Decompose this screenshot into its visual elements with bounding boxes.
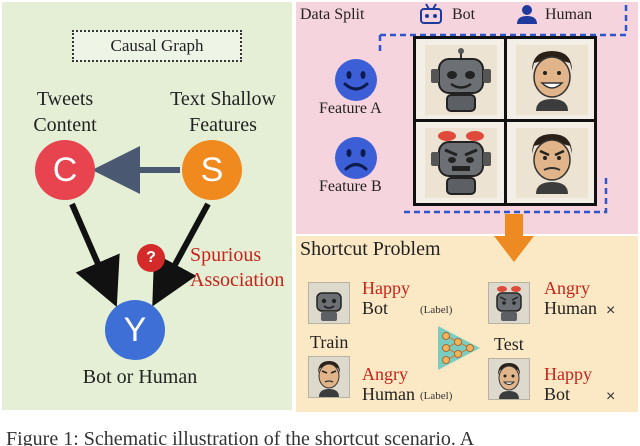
node-c: C [35, 140, 95, 200]
grid-cell-angry-bot [416, 122, 505, 204]
test-angry-bot-portrait [488, 282, 530, 324]
edge-s-to-y [152, 202, 211, 307]
sad-face-icon [335, 137, 377, 179]
feature-b-label: Feature B [319, 178, 382, 195]
question-icon: ? [137, 244, 165, 272]
train-row1-tag: (Label) [420, 304, 453, 316]
test-row2-feature: Happy [544, 364, 592, 384]
feature-a-label: Feature A [319, 100, 382, 117]
human-legend-icon [517, 5, 537, 24]
happy-human-icon [498, 363, 520, 399]
train-row2-feature: Angry [362, 364, 408, 384]
train-row2-tag: (Label) [420, 390, 453, 402]
angry-robot-icon [424, 128, 497, 198]
test-row2-label: Bot [544, 384, 571, 404]
causal-edges [69, 146, 211, 308]
legend-human-label: Human [545, 6, 593, 23]
happy-robot-icon [316, 292, 342, 321]
split-dashed-lines [378, 2, 628, 214]
node-s-label: Text Shallow Features [170, 88, 276, 136]
robot-legend-icon [420, 3, 442, 24]
node-s: S [182, 140, 242, 200]
train-row1-label: Bot [362, 298, 389, 318]
train-label: Train [310, 332, 349, 352]
shortcut-problem-panel [296, 236, 638, 412]
test-happy-human-portrait [488, 358, 530, 400]
data-split-grid [413, 36, 597, 206]
angry-human-icon [515, 128, 588, 198]
figure-caption: Figure 1: Schematic illustration of the … [6, 428, 475, 446]
neural-network-icon [438, 326, 480, 370]
test-label: Test [494, 334, 524, 354]
test-row1-wrong-mark: × [606, 302, 616, 319]
happy-robot-icon [424, 45, 497, 115]
legend-bot-label: Bot [452, 6, 476, 23]
train-happy-bot-portrait [308, 282, 350, 324]
train-angry-human-portrait [308, 356, 350, 398]
angry-robot-icon [496, 286, 522, 321]
node-c-label: Tweets Content [33, 88, 97, 136]
node-y-label: Bot or Human [82, 366, 198, 388]
shortcut-problem-title: Shortcut Problem [300, 238, 441, 260]
spurious-association-label: Spurious Association [190, 244, 285, 291]
angry-human-icon [318, 361, 340, 397]
train-row2-label: Human [362, 384, 415, 404]
grid-cell-happy-bot [416, 39, 505, 121]
grid-cell-angry-human [507, 122, 596, 204]
happy-human-icon [515, 45, 588, 115]
node-y: Y [105, 300, 165, 360]
edge-c-to-y [69, 202, 120, 308]
data-split-label: Data Split [300, 6, 365, 23]
test-row2-wrong-mark: × [606, 388, 616, 405]
down-arrow-icon [494, 214, 534, 262]
test-row1-feature: Angry [544, 278, 590, 298]
causal-graph-title: Causal Graph [72, 30, 242, 62]
test-row1-label: Human [544, 298, 597, 318]
happy-face-icon [335, 59, 377, 101]
grid-cell-happy-human [507, 39, 596, 121]
train-row1-feature: Happy [362, 278, 410, 298]
